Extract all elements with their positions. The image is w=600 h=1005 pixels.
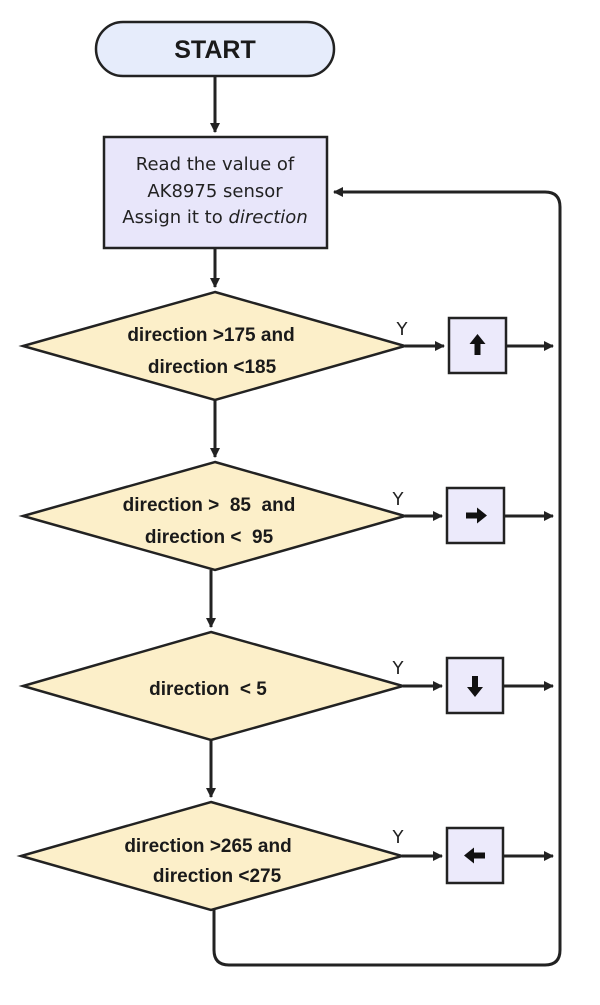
decision-3-line-1: direction < 5 xyxy=(149,679,267,700)
decision-1-yes-label: Y xyxy=(396,319,409,340)
process-line-2: AK8975 sensor xyxy=(147,181,283,202)
arrow-right-icon xyxy=(466,507,487,524)
arrow-up-icon xyxy=(469,334,486,355)
decision-4-diamond xyxy=(16,800,407,912)
decision-2-diamond xyxy=(18,460,410,572)
decision-3-yes-label: Y xyxy=(392,658,405,679)
process-line-3: Assign it to direction xyxy=(122,207,307,228)
decision-1-line-1: direction >175 and xyxy=(127,325,294,346)
decision-2-yes-label: Y xyxy=(392,489,405,510)
decision-4-line-1: direction >265 and xyxy=(124,836,291,857)
arrow-left-icon xyxy=(464,847,485,864)
process-line-3-prefix: Assign it to xyxy=(122,207,228,228)
decision-1-diamond xyxy=(18,290,410,402)
decision-4-line-2: direction <275 xyxy=(153,866,282,887)
arrow-down-icon xyxy=(467,676,483,697)
start-terminator xyxy=(94,20,336,78)
decision-4-yes-label: Y xyxy=(392,827,405,848)
process-line-1: Read the value of xyxy=(136,154,295,175)
decision-1-line-2: direction <185 xyxy=(148,357,277,378)
start-label: START xyxy=(174,36,255,64)
process-box xyxy=(102,135,329,250)
process-line-3-var: direction xyxy=(228,207,307,228)
decision-2-line-2: direction < 95 xyxy=(145,527,274,548)
decision-2-line-1: direction > 85 and xyxy=(123,495,296,516)
loop-back-connector xyxy=(212,187,562,967)
